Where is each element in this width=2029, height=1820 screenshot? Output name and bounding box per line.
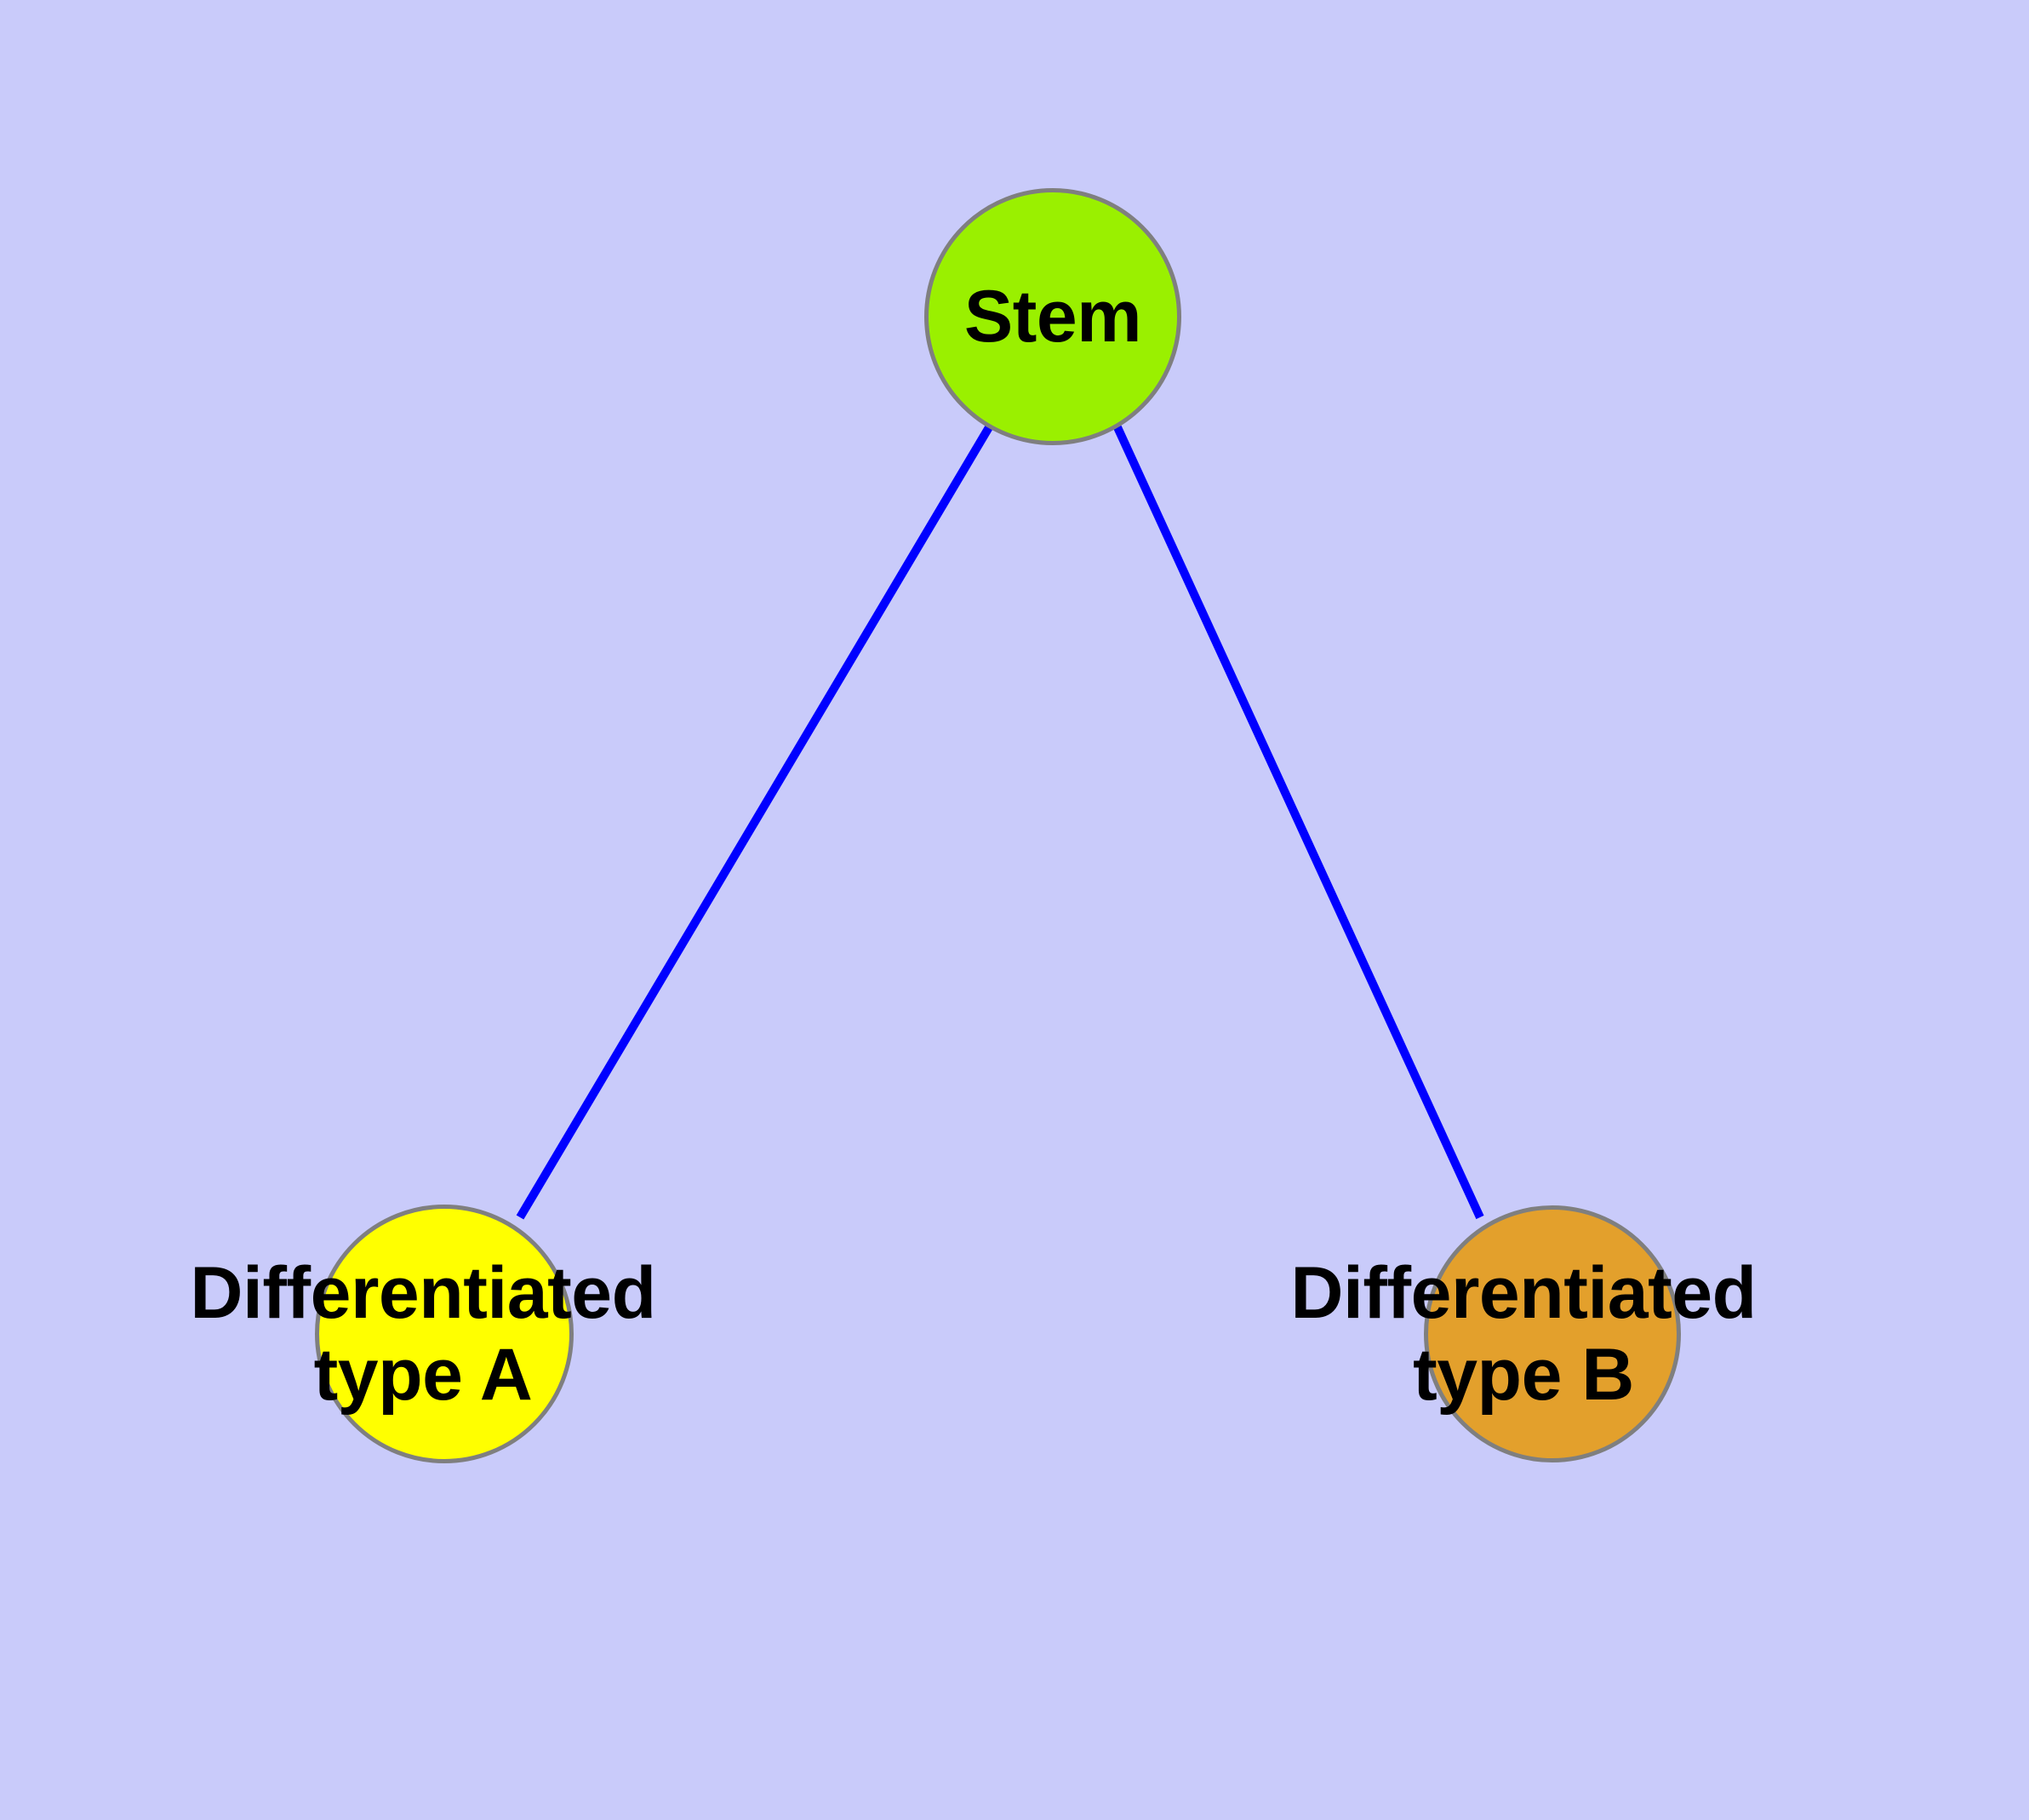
node-differentiated-type-b[interactable] [1424,1205,1681,1462]
edge-stem-to-diff-b [1113,425,1484,1220]
node-stem-label: Stem [963,275,1142,358]
node-stem[interactable] [924,188,1181,445]
node-differentiated-type-a[interactable] [315,1205,574,1463]
node-differentiated-type-b-label: Differentiated type B [1290,1251,1757,1416]
edge-stem-to-diff-a [516,425,993,1220]
node-differentiated-type-a-label: Differentiated type A [190,1251,656,1416]
